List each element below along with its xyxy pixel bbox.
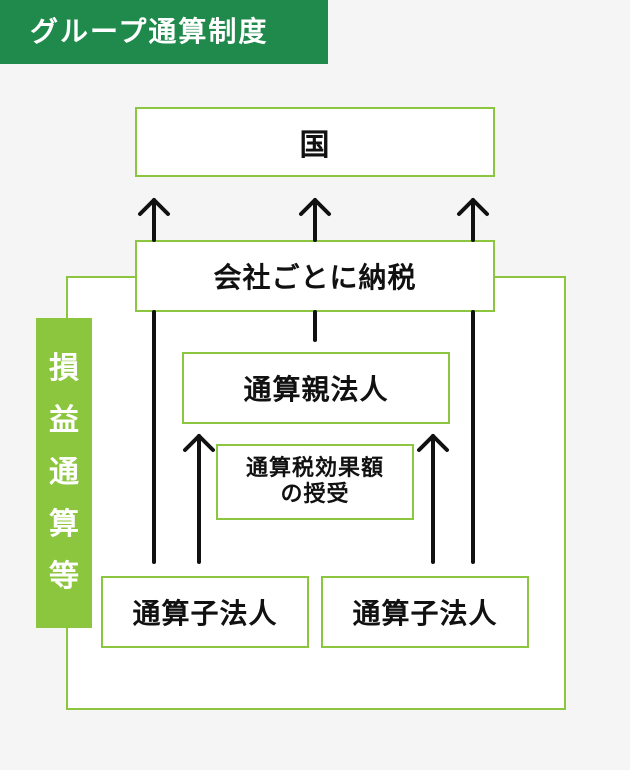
tax-effect-line-1: 通算税効果額: [245, 455, 384, 481]
side-label-loss-offset: 損 益 通 算 等: [36, 318, 92, 628]
arrowhead-right-to-state: [457, 198, 489, 216]
arrowhead-center-to-state: [299, 198, 331, 216]
side-label-char-4: 算: [49, 507, 79, 542]
node-subsidiary-1: 通算子法人: [101, 576, 309, 648]
side-label-char-2: 益: [49, 403, 79, 438]
node-tax-effect-transfer: 通算税効果額 の授受: [216, 444, 414, 520]
node-subsidiary-2: 通算子法人: [321, 576, 529, 648]
arrowhead-subsidiary-2-to-parent: [417, 434, 449, 452]
arrowhead-subsidiary-1-to-parent: [183, 434, 215, 452]
node-state: 国: [135, 107, 495, 177]
node-parent-company: 通算親法人: [182, 352, 450, 424]
side-label-char-1: 損: [49, 351, 79, 386]
side-label-char-3: 通: [49, 455, 79, 490]
tax-effect-line-2: の授受: [280, 482, 350, 507]
arrowhead-left-to-state: [138, 198, 170, 216]
side-label-char-5: 等: [49, 559, 79, 594]
page-title: グループ通算制度: [0, 0, 328, 64]
